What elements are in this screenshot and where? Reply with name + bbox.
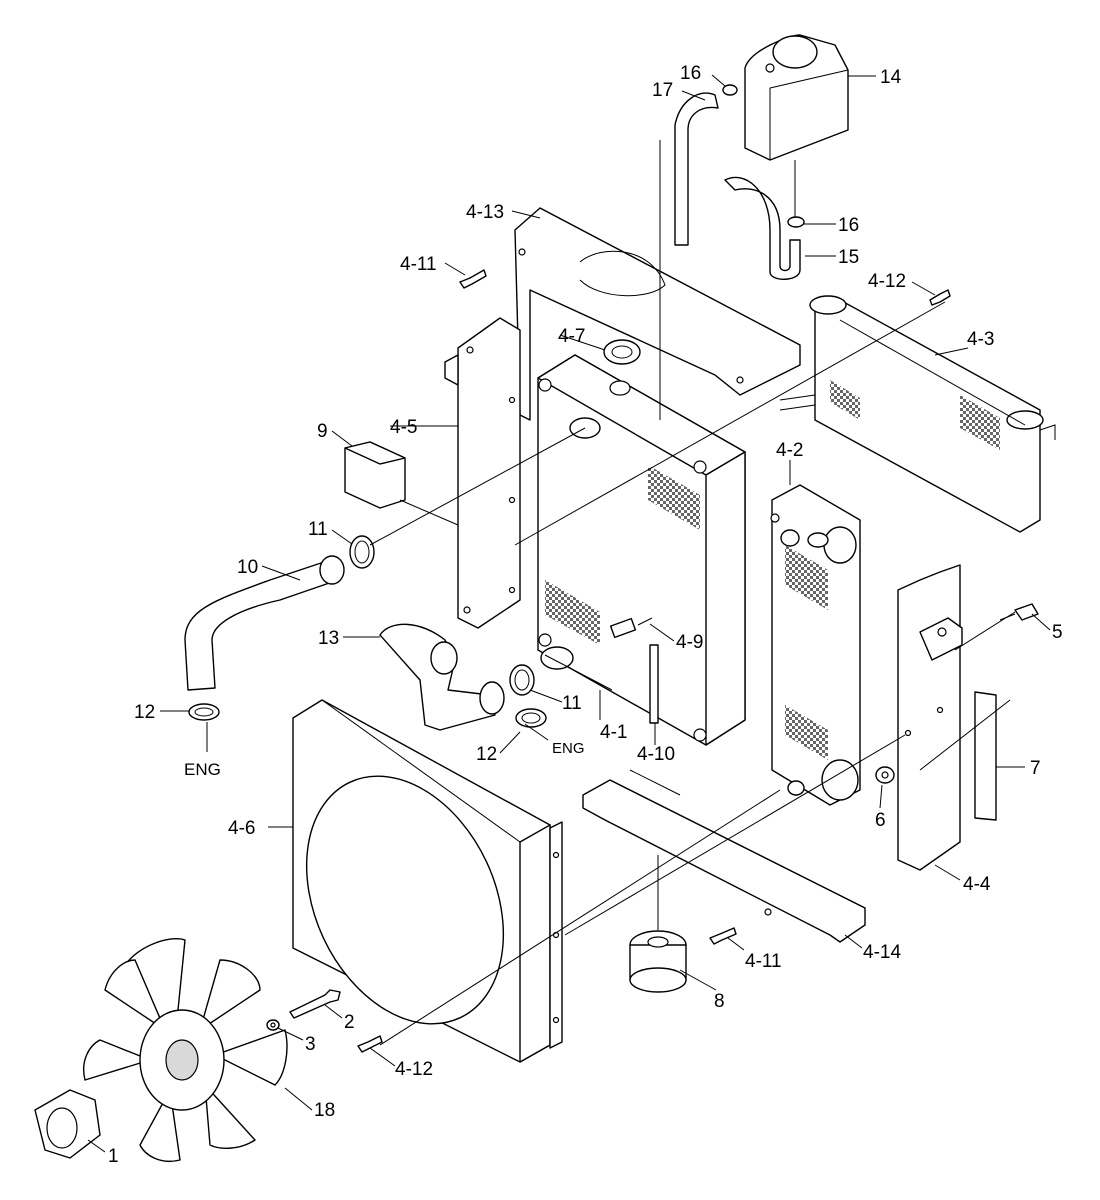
part-13-lower-hose bbox=[379, 623, 505, 731]
callout-11-right: 11 bbox=[562, 693, 582, 714]
part-4-1-radiator bbox=[537, 354, 746, 746]
callout-6: 6 bbox=[875, 810, 886, 831]
part-4-3-oil-cooler bbox=[779, 295, 1056, 533]
assembly-guide-lines bbox=[206, 140, 1016, 1046]
callout-leaders bbox=[87, 74, 1051, 1153]
callout-12-right: 12 bbox=[476, 744, 497, 765]
callout-3: 3 bbox=[305, 1034, 316, 1055]
part-16-clip-mid bbox=[787, 216, 805, 228]
callout-7: 7 bbox=[1030, 758, 1041, 779]
callout-13: 13 bbox=[318, 628, 339, 649]
part-16-clip-top bbox=[722, 84, 738, 96]
callout-4-4: 4-4 bbox=[963, 874, 991, 895]
callout-4-2: 4-2 bbox=[776, 440, 803, 461]
callout-18: 18 bbox=[314, 1100, 335, 1121]
callout-9: 9 bbox=[317, 421, 328, 442]
label-eng-right: ENG bbox=[552, 740, 585, 757]
part-4-12-bolt-bottom bbox=[357, 1035, 383, 1053]
callout-4-5: 4-5 bbox=[390, 417, 417, 438]
callout-2: 2 bbox=[344, 1012, 355, 1033]
part-4-6-fan-shroud bbox=[292, 699, 563, 1063]
callout-4-14: 4-14 bbox=[863, 942, 901, 963]
callout-1: 1 bbox=[108, 1146, 119, 1167]
callout-14: 14 bbox=[880, 67, 902, 88]
part-4-2-intercooler bbox=[770, 484, 861, 806]
part-14-reservoir-tank bbox=[744, 34, 849, 161]
part-4-5-side-bracket bbox=[444, 317, 521, 629]
callout-8: 8 bbox=[714, 991, 725, 1012]
callout-4-12-top: 4-12 bbox=[868, 271, 906, 292]
callout-16-mid: 16 bbox=[838, 215, 859, 236]
part-1-fan-spacer bbox=[34, 1089, 101, 1159]
callout-12-left: 12 bbox=[134, 702, 155, 723]
part-5-bolt bbox=[999, 603, 1039, 621]
callout-4-7: 4-7 bbox=[558, 326, 585, 347]
part-18-cooling-fan bbox=[83, 938, 288, 1162]
callout-4-13: 4-13 bbox=[466, 202, 504, 223]
part-12-hose-clamp-right bbox=[515, 708, 547, 728]
part-4-11-bolt-bottom bbox=[709, 927, 737, 945]
part-4-4-right-bracket bbox=[897, 564, 963, 871]
callout-4-1: 4-1 bbox=[600, 722, 627, 743]
callout-15: 15 bbox=[838, 247, 859, 268]
callout-4-3: 4-3 bbox=[967, 329, 994, 350]
part-4-13-upper-shroud bbox=[514, 207, 801, 421]
callout-4-11-bottom: 4-11 bbox=[745, 951, 782, 972]
part-12-hose-clamp-left bbox=[188, 703, 220, 721]
part-11-hose-clamp-left bbox=[349, 535, 375, 569]
part-9-foam-block bbox=[344, 441, 406, 509]
callout-4-11-top: 4-11 bbox=[400, 254, 437, 275]
callout-4-10: 4-10 bbox=[637, 744, 675, 765]
part-15-overflow-hose bbox=[724, 176, 801, 280]
part-11-hose-clamp-right bbox=[509, 664, 535, 696]
callout-10: 10 bbox=[237, 557, 258, 578]
callout-16-top: 16 bbox=[680, 63, 701, 84]
callout-11-left: 11 bbox=[308, 519, 328, 540]
callout-4-9: 4-9 bbox=[676, 632, 703, 653]
part-4-9-drain-cock bbox=[609, 617, 653, 639]
callout-5: 5 bbox=[1052, 622, 1063, 643]
callout-labels: 1 2 3 4-1 4-2 4-3 4-4 4-5 4-6 4-7 4-9 4-… bbox=[108, 63, 1063, 1167]
part-3-washer bbox=[266, 1019, 280, 1031]
part-4-11-bolt-top bbox=[459, 269, 487, 289]
part-2-bolt bbox=[289, 989, 341, 1019]
part-4-7-radiator-cap bbox=[603, 339, 641, 365]
callout-4-12-bottom: 4-12 bbox=[395, 1059, 433, 1080]
callout-4-6: 4-6 bbox=[228, 818, 255, 839]
part-6-nut bbox=[875, 766, 895, 784]
callout-17: 17 bbox=[652, 80, 673, 101]
label-eng-left: ENG bbox=[184, 760, 221, 779]
part-7-foam-pad bbox=[974, 691, 997, 821]
part-10-upper-hose bbox=[184, 555, 345, 691]
part-4-10-rod bbox=[649, 644, 659, 724]
part-8-rubber-mount bbox=[629, 930, 687, 993]
part-17-vent-hose bbox=[674, 92, 719, 246]
part-4-12-bolt-top bbox=[929, 289, 951, 306]
part-4-14-lower-bracket bbox=[582, 769, 866, 943]
